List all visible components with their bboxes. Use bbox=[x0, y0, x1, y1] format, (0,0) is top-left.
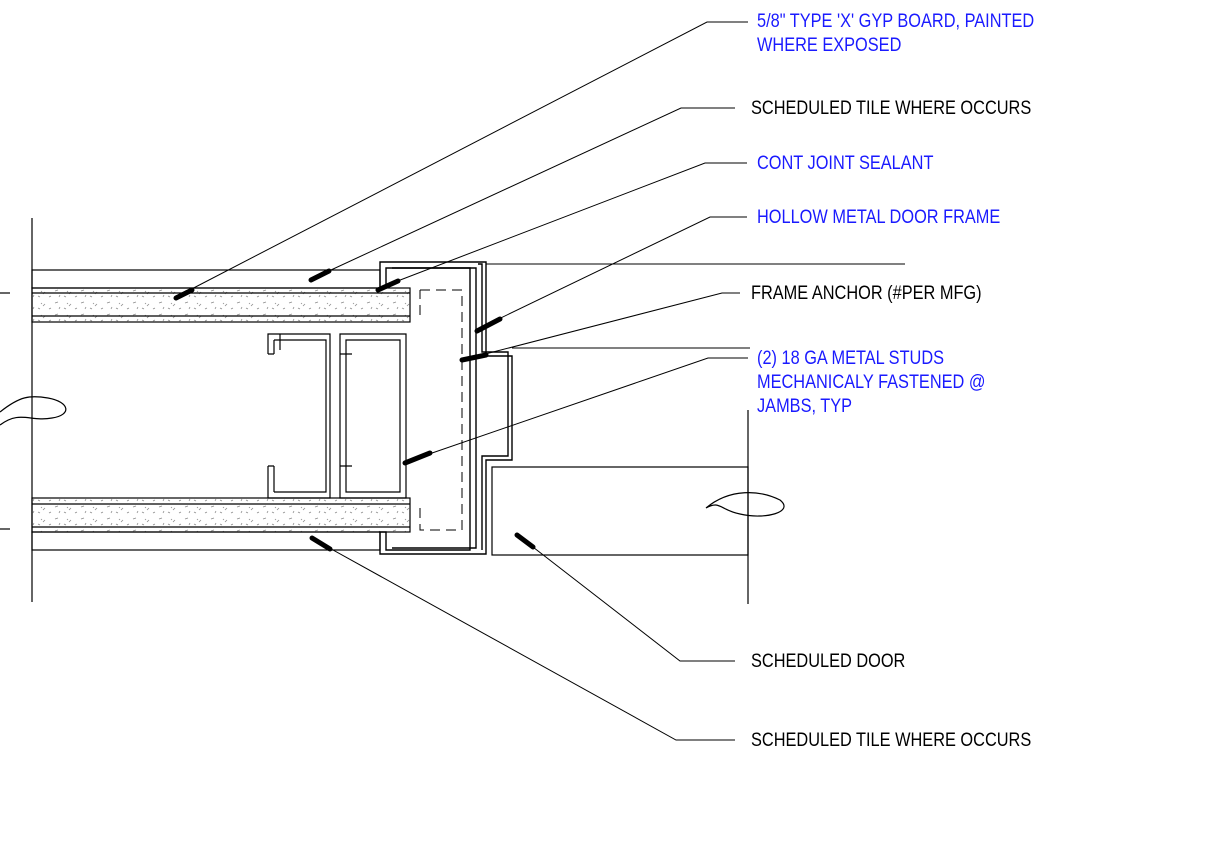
door-frame-profile-inner bbox=[392, 263, 509, 550]
note-tile-top: SCHEDULED TILE WHERE OCCURS bbox=[751, 97, 1031, 121]
leader-metal-studs bbox=[405, 357, 748, 463]
arrow-door bbox=[514, 532, 536, 550]
wall-break-symbol bbox=[0, 396, 67, 426]
leader-gyp-board bbox=[181, 21, 748, 295]
arrow-tile-top bbox=[308, 268, 332, 283]
door-leaf bbox=[491, 410, 785, 604]
wall-assembly bbox=[0, 218, 411, 602]
arrow-tile-bottom bbox=[309, 535, 333, 552]
leader-tile-top bbox=[317, 107, 735, 277]
note-gyp-board-line-2: WHERE EXPOSED bbox=[757, 35, 902, 56]
note-tile-bottom-line-1: SCHEDULED TILE WHERE OCCURS bbox=[751, 730, 1032, 751]
frame-anchor bbox=[419, 289, 463, 531]
note-frame-anchor-line-1: FRAME ANCHOR (#PER MFG) bbox=[751, 283, 982, 304]
metal-stud-left bbox=[267, 333, 331, 499]
arrow-frame-anchor bbox=[459, 352, 489, 363]
metal-stud-left-lip bbox=[268, 339, 327, 493]
note-gyp-board-line-1: 5/8" TYPE 'X' GYP BOARD, PAINTED bbox=[757, 11, 1035, 32]
note-frame-anchor: FRAME ANCHOR (#PER MFG) bbox=[751, 282, 982, 306]
leader-frame-anchor bbox=[465, 292, 740, 360]
arrow-metal-studs bbox=[402, 450, 433, 466]
note-metal-studs-line-1: (2) 18 GA METAL STUDS bbox=[757, 348, 945, 369]
leader-lines bbox=[181, 21, 748, 741]
note-metal-studs-line-3: JAMBS, TYP bbox=[757, 396, 853, 417]
note-door: SCHEDULED DOOR bbox=[751, 650, 905, 674]
leader-arrowheads bbox=[173, 268, 536, 552]
arrow-sealant bbox=[375, 278, 401, 293]
door-leaf-outline bbox=[491, 466, 749, 556]
note-sealant-line-1: CONT JOINT SEALANT bbox=[757, 153, 934, 174]
note-tile-top-line-1: SCHEDULED TILE WHERE OCCURS bbox=[751, 98, 1032, 119]
leader-door-frame bbox=[479, 216, 747, 329]
leader-sealant bbox=[381, 162, 747, 288]
note-door-line-1: SCHEDULED DOOR bbox=[751, 651, 906, 672]
note-tile-bottom: SCHEDULED TILE WHERE OCCURS bbox=[751, 729, 1031, 753]
note-metal-studs: (2) 18 GA METAL STUDS MECHANICALY FASTEN… bbox=[757, 347, 985, 419]
note-metal-studs-line-2: MECHANICALY FASTENED @ bbox=[757, 372, 986, 393]
leader-tile-bottom bbox=[314, 539, 735, 741]
door-break-symbol bbox=[705, 492, 785, 517]
note-sealant: CONT JOINT SEALANT bbox=[757, 152, 933, 176]
arrow-door-frame bbox=[474, 316, 503, 334]
door-frame-profile-outer bbox=[379, 261, 513, 555]
metal-stud-right-lip bbox=[340, 353, 352, 467]
leader-door bbox=[519, 536, 735, 662]
metal-stud-right bbox=[339, 333, 407, 499]
note-door-frame: HOLLOW METAL DOOR FRAME bbox=[757, 206, 1000, 230]
note-gyp-board: 5/8" TYPE 'X' GYP BOARD, PAINTED WHERE E… bbox=[757, 10, 1034, 58]
hollow-metal-door-frame bbox=[379, 261, 905, 555]
note-door-frame-line-1: HOLLOW METAL DOOR FRAME bbox=[757, 207, 1001, 228]
arrow-gyp-board bbox=[173, 287, 195, 301]
